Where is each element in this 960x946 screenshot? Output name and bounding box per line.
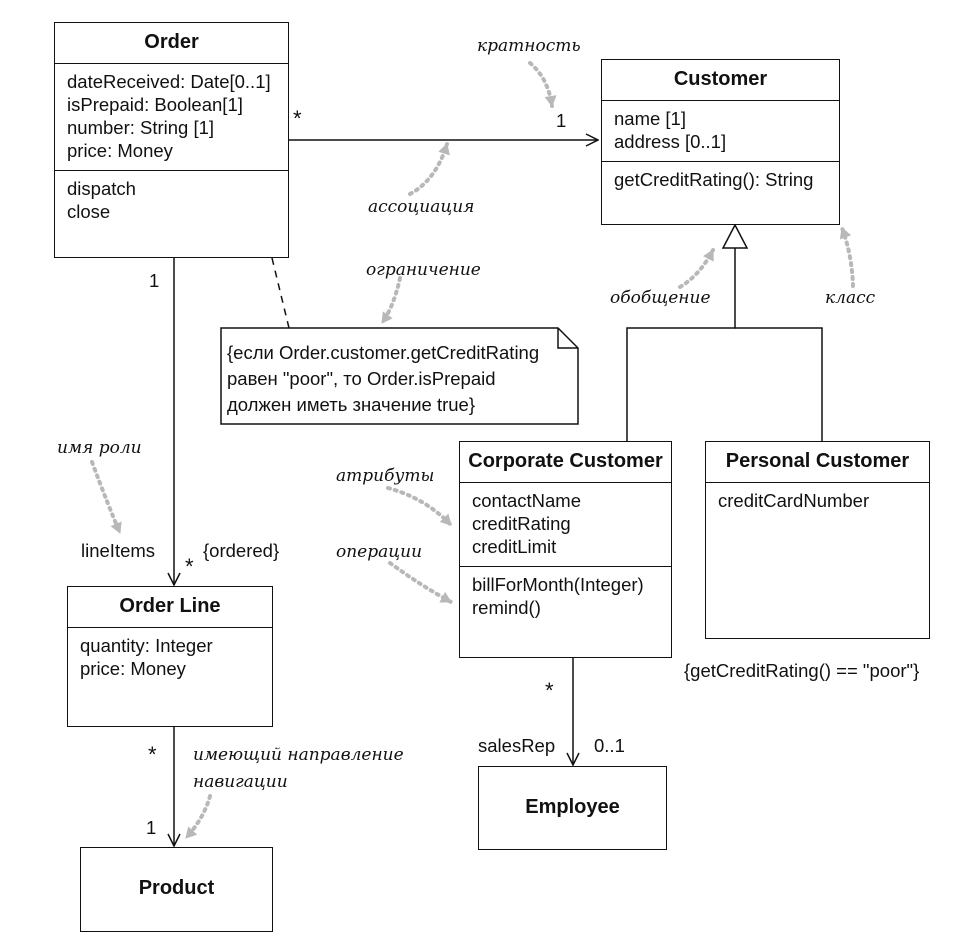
class-product[interactable]: Product (80, 847, 273, 932)
multiplicity-orderline-product-many: * (148, 742, 157, 767)
attribute: creditRating (472, 513, 571, 534)
class-customer-name: Customer (673, 68, 768, 90)
annotation-arrow-generalization (678, 248, 715, 289)
annotation-constraint: ограничение (366, 260, 481, 280)
annotation-attributes: атрибуты (336, 466, 435, 486)
annotation-association: ассоциация (368, 197, 475, 217)
class-order-line[interactable]: Order Line quantity: Integer price: Mone… (67, 586, 273, 727)
annotation-arrow-association (408, 142, 450, 196)
class-order[interactable]: Order dateReceived: Date[0..1] isPrepaid… (54, 22, 289, 258)
annotation-multiplicity: кратность (477, 36, 581, 56)
annotation-arrow-class (839, 226, 855, 288)
class-corporate-customer[interactable]: Corporate Customer contactName creditRat… (459, 441, 672, 658)
generalization-triangle (721, 223, 749, 249)
class-employee[interactable]: Employee (478, 766, 667, 850)
annotation-navigability-line2: навигации (193, 772, 288, 792)
annotation-arrow-navigability (184, 794, 212, 840)
multiplicity-product-one: 1 (146, 817, 157, 838)
class-personal-customer-name: Personal Customer (725, 450, 910, 472)
class-order-attributes: dateReceived: Date[0..1] isPrepaid: Bool… (55, 63, 288, 170)
annotation-arrow-multiplicity (528, 61, 557, 108)
annotation-arrow-constraint (380, 276, 402, 325)
class-employee-name: Employee (525, 796, 620, 818)
annotation-role-name: имя роли (57, 438, 142, 458)
attribute: quantity: Integer (80, 635, 213, 656)
annotation-operations: операции (336, 542, 423, 562)
operation: billForMonth(Integer) (472, 574, 644, 595)
class-order-name: Order (144, 31, 199, 53)
role-lineitems: lineItems (81, 540, 156, 561)
class-customer[interactable]: Customer name [1] address [0..1] getCred… (601, 59, 840, 225)
annotation-navigability-line1: имеющий направление (193, 745, 404, 765)
class-order-line-name: Order Line (119, 595, 221, 617)
annotation-arrow-attributes (386, 486, 453, 527)
role-salesrep: salesRep (478, 735, 556, 756)
attribute: price: Money (67, 140, 173, 161)
constraint-note: {если Order.customer.getCreditRating рав… (227, 340, 539, 418)
generalization-personal (735, 327, 823, 441)
note-line: {если Order.customer.getCreditRating (227, 342, 540, 363)
constraint-note-fold (557, 328, 578, 349)
class-corporate-customer-name: Corporate Customer (468, 450, 663, 472)
attribute: address [0..1] (614, 131, 727, 152)
annotation-class: класс (825, 288, 876, 308)
note-line: равен "poor", то Order.isPrepaid (227, 368, 496, 389)
class-product-name: Product (138, 877, 215, 899)
attribute: contactName (472, 490, 581, 511)
attribute: name [1] (614, 108, 686, 129)
multiplicity-customer-one: 1 (556, 110, 567, 131)
class-corporate-customer-attributes: contactName creditRating creditLimit (460, 482, 671, 566)
class-order-line-attributes: quantity: Integer price: Money (68, 627, 272, 688)
class-order-operations: dispatch close (55, 170, 288, 231)
constraint-ordered: {ordered} (203, 540, 280, 561)
class-personal-customer-attributes: creditCardNumber (706, 482, 929, 520)
constraint-note-shape (220, 327, 579, 425)
attribute: price: Money (80, 658, 186, 679)
operation: remind() (472, 597, 541, 618)
operation: getCreditRating(): String (614, 169, 814, 190)
operation: close (67, 201, 111, 222)
note-line: должен иметь значение true} (227, 394, 476, 415)
multiplicity-employee: 0..1 (594, 735, 625, 756)
generalization-corporate (626, 248, 736, 441)
constraint-personal: {getCreditRating() == "poor"} (684, 660, 920, 681)
multiplicity-order-one: 1 (149, 270, 160, 291)
annotation-arrow-operations (388, 561, 453, 604)
multiplicity-orderline-many: * (185, 554, 194, 579)
attribute: creditLimit (472, 536, 557, 557)
class-personal-customer[interactable]: Personal Customer creditCardNumber (705, 441, 930, 639)
operation: dispatch (67, 178, 136, 199)
attribute: creditCardNumber (718, 490, 870, 511)
annotation-arrow-role-name (90, 460, 122, 535)
attribute: dateReceived: Date[0..1] (67, 71, 271, 92)
multiplicity-corporate-many: * (545, 678, 554, 703)
annotation-generalization: обобщение (610, 288, 711, 308)
attribute: isPrepaid: Boolean[1] (67, 94, 243, 115)
class-corporate-customer-operations: billForMonth(Integer) remind() (460, 566, 671, 627)
class-customer-attributes: name [1] address [0..1] (602, 100, 839, 161)
constraint-dashed-link (271, 257, 290, 329)
multiplicity-order-many: * (293, 106, 302, 131)
class-customer-operations: getCreditRating(): String (602, 161, 839, 199)
attribute: number: String [1] (67, 117, 215, 138)
